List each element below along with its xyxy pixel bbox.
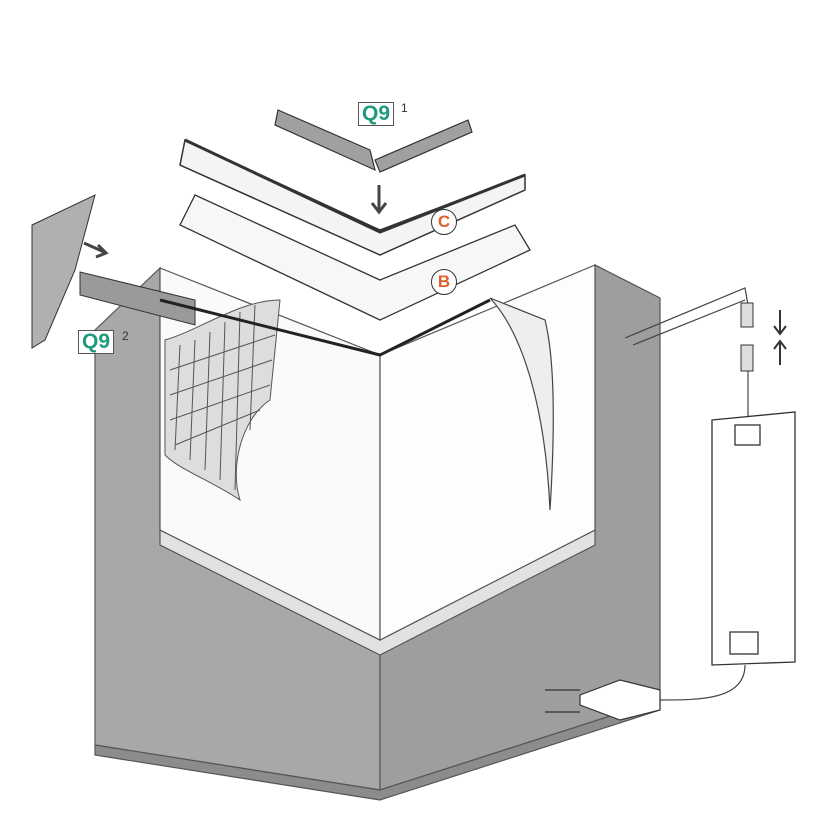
power-plug xyxy=(545,679,661,721)
arrow-right-icon xyxy=(83,241,109,259)
led-driver xyxy=(711,411,796,666)
corner-connector xyxy=(274,109,473,173)
q9-label-top: Q9 xyxy=(358,102,395,126)
power-cable xyxy=(624,287,749,701)
mesh-fabric xyxy=(164,299,281,502)
connector-bottom xyxy=(740,344,754,372)
end-cap xyxy=(31,194,96,349)
wallpaper-fold xyxy=(489,297,554,511)
q9-left-footnote: 2 xyxy=(122,329,129,343)
press-arrows-icon xyxy=(773,310,787,365)
arrow-down-icon xyxy=(370,185,388,215)
label-b: B xyxy=(431,269,457,295)
profile-bar-left xyxy=(79,271,196,326)
connector-top xyxy=(740,302,754,328)
label-c: C xyxy=(431,209,457,235)
q9-top-footnote: 1 xyxy=(401,101,408,115)
q9-label-left: Q9 xyxy=(78,330,115,354)
profile-top-edge xyxy=(159,298,491,357)
